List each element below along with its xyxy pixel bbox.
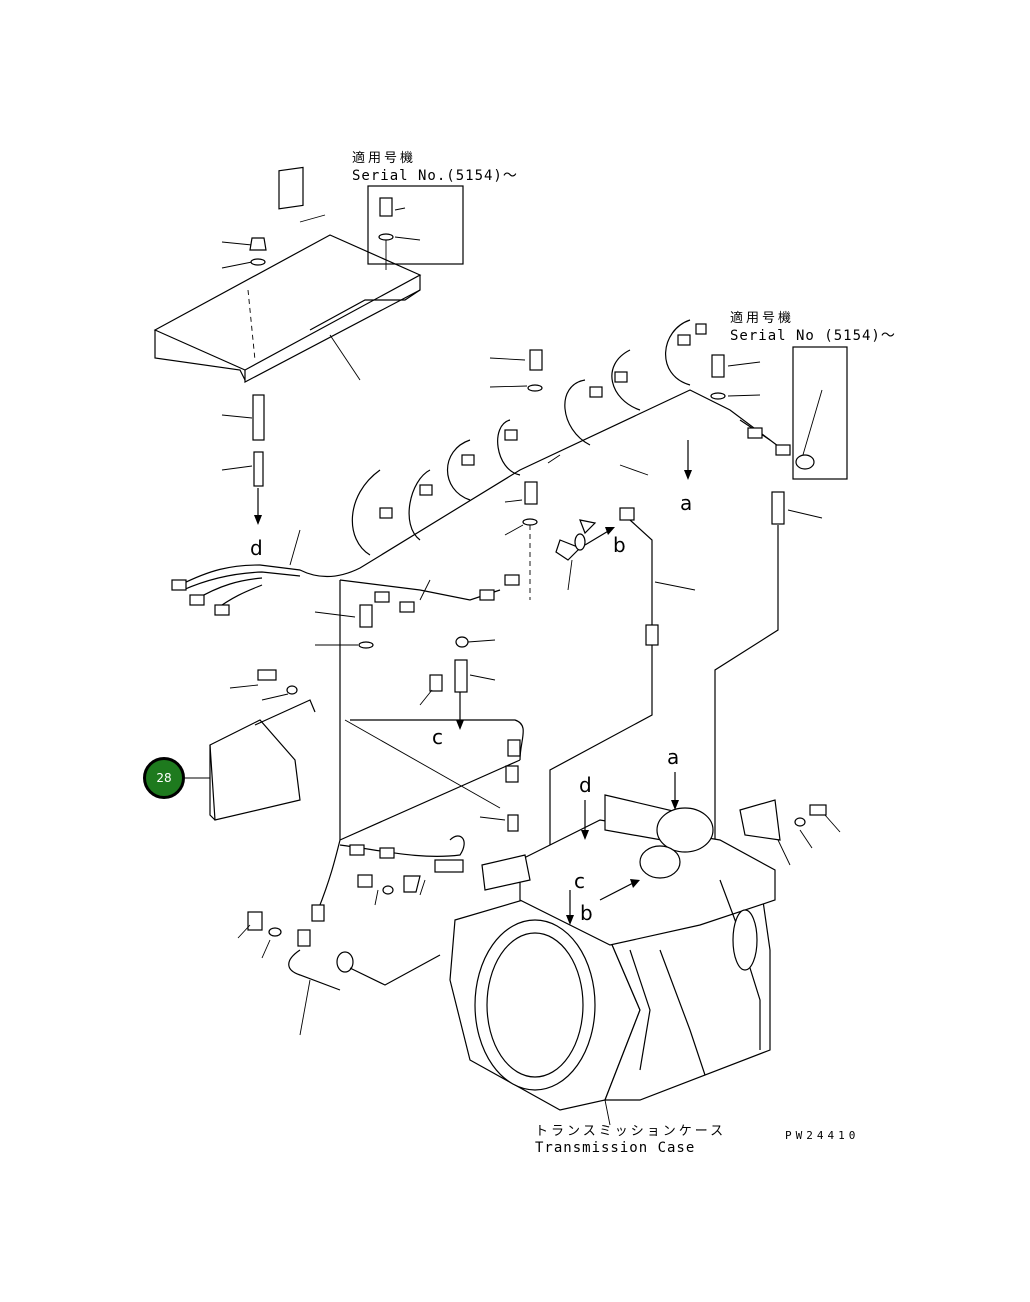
transmission-case-jp: トランスミッションケース xyxy=(535,1124,726,1139)
transmission-case xyxy=(449,772,841,1126)
middle-fasteners xyxy=(314,349,543,730)
cover-plate xyxy=(153,166,422,383)
lower-left-components xyxy=(237,844,464,1036)
ref-letter-d-bottom: d xyxy=(579,773,592,797)
ref-letter-b-top: b xyxy=(613,533,626,557)
serial-jp-2: 適用号機 xyxy=(730,310,794,326)
part-28-hotspot[interactable]: 28 xyxy=(143,757,185,799)
bracket-plate-28 xyxy=(185,669,316,821)
main-wiring-harness xyxy=(171,319,771,616)
harness-leader-lines xyxy=(289,454,696,601)
drawing-code: PW24410 xyxy=(785,1129,859,1142)
serial-jp-1: 適用号機 xyxy=(352,150,416,166)
serial-en-2: Serial No (5154)～ xyxy=(730,328,896,344)
transmission-case-en: Transmission Case xyxy=(535,1140,695,1156)
part-28-number: 28 xyxy=(156,771,172,785)
ref-letter-c-bottom: c xyxy=(574,869,585,893)
ref-letter-a-top: a xyxy=(680,491,692,515)
ref-letter-a-bottom: a xyxy=(667,745,679,769)
sensor-cable-right xyxy=(549,507,659,855)
serial-callout-box-1 xyxy=(367,185,464,270)
bolt-nut-stack xyxy=(249,237,267,525)
ref-letter-c-top: c xyxy=(432,725,443,749)
ref-letter-b-bottom: b xyxy=(580,901,593,925)
ref-letter-d-top: d xyxy=(250,536,263,560)
cover-leader-lines xyxy=(221,214,361,471)
serial-callout-box-2 xyxy=(684,346,848,880)
serial-en-1: Serial No.(5154)～ xyxy=(352,168,518,184)
harness-routing-lines xyxy=(317,580,524,911)
